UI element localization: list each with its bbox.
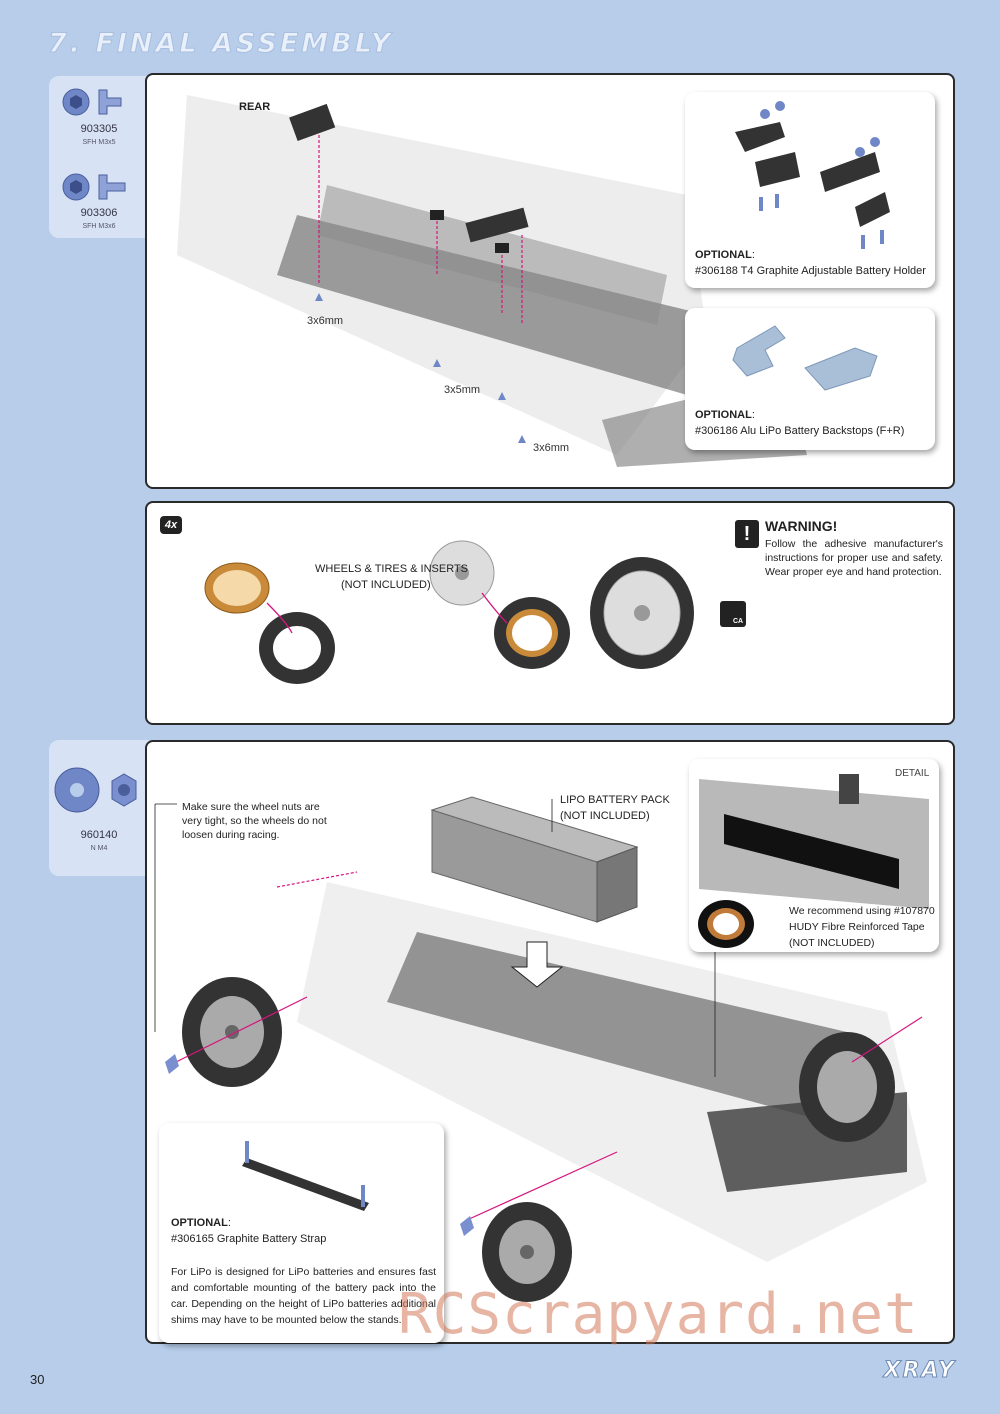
battery-label-line2: (NOT INCLUDED): [560, 810, 650, 822]
ca-glue-icon: CA: [720, 601, 746, 627]
page-number: 30: [30, 1372, 45, 1387]
detail-illustration: [699, 774, 929, 909]
parts-tab-bottom: 960140 N M4: [49, 740, 149, 876]
optional-2-text: #306186 Alu LiPo Battery Backstops (F+R): [695, 425, 905, 437]
detail-callout-tape: DETAIL We recommend using #107870 HUDY F…: [689, 759, 939, 952]
optional-3-description: For LiPo is designed for LiPo batteries …: [171, 1266, 436, 1326]
screw-label-1: 3x6mm: [307, 315, 344, 327]
graphite-holder-illustration: [735, 101, 890, 249]
quantity-badge: 4x: [160, 516, 182, 534]
rear-label: REAR: [239, 101, 271, 113]
detail-label: DETAIL: [895, 768, 930, 779]
brand-logo: XRAY: [883, 1358, 956, 1384]
tape-text-line1: We recommend using #107870: [789, 905, 935, 917]
battery-label-line1: LIPO BATTERY PACK: [560, 794, 670, 806]
screw-icon-903306: [62, 173, 126, 201]
screw-label-2: 3x5mm: [444, 384, 481, 396]
watermark: RCScrapyard.net: [398, 1282, 919, 1347]
optional-callout-battery-strap: OPTIONAL: #306165 Graphite Battery Strap…: [159, 1123, 444, 1343]
page-title: 7. FINAL ASSEMBLY: [47, 28, 394, 60]
optional-1-heading: OPTIONAL:: [695, 249, 755, 261]
car-battery-illustration: [154, 796, 927, 1302]
wheel-nut-note: Make sure the wheel nuts are very tight,…: [182, 801, 327, 841]
wheels-label-line1: WHEELS & TIRES & INSERTS: [315, 563, 469, 575]
part-960140: 960140 N M4: [80, 829, 118, 852]
part-903306: 903306 SFH M3x6: [80, 207, 118, 230]
screw-icon-903305: [62, 88, 122, 116]
nut-icon-960140: [54, 767, 137, 813]
assembly-panel-battery: Make sure the wheel nuts are very tight,…: [145, 740, 955, 1344]
optional-callout-battery-holder: OPTIONAL: #306188 T4 Graphite Adjustable…: [685, 92, 935, 288]
warning-title: WARNING!: [765, 518, 838, 534]
warning-icon: !: [735, 520, 759, 548]
alu-backstop-illustration: [732, 325, 878, 391]
optional-callout-backstops: OPTIONAL: #306186 Alu LiPo Battery Backs…: [685, 308, 935, 450]
optional-2-heading: OPTIONAL:: [695, 409, 755, 421]
assembly-panel-battery-holder: REAR 3x6mm 3x5mm 3x6mm OPTIONAL: #306188…: [145, 73, 955, 489]
part-903305: 903305 SFH M3x5: [80, 123, 118, 146]
optional-1-text: #306188 T4 Graphite Adjustable Battery H…: [695, 265, 926, 277]
optional-3-text: #306165 Graphite Battery Strap: [171, 1233, 327, 1245]
wheel-assembly-illustration: [204, 540, 694, 684]
screw-label-3: 3x6mm: [533, 442, 570, 454]
optional-3-heading: OPTIONAL:: [171, 1217, 231, 1229]
tape-roll-icon: [698, 900, 754, 948]
tape-text-line3: (NOT INCLUDED): [789, 937, 875, 949]
wheels-label-line2: (NOT INCLUDED): [341, 579, 431, 591]
graphite-strap-illustration: [242, 1141, 369, 1211]
assembly-panel-wheels: 4x WHEELS & TIRES & INSERTS (NOT INCLUDE…: [145, 501, 955, 725]
warning-text: Follow the adhesive manufacturer's instr…: [765, 538, 943, 578]
tape-text-line2: HUDY Fibre Reinforced Tape: [789, 921, 925, 933]
parts-tab-top: 903305 SFH M3x5 903306 SFH M3x6: [49, 76, 149, 238]
